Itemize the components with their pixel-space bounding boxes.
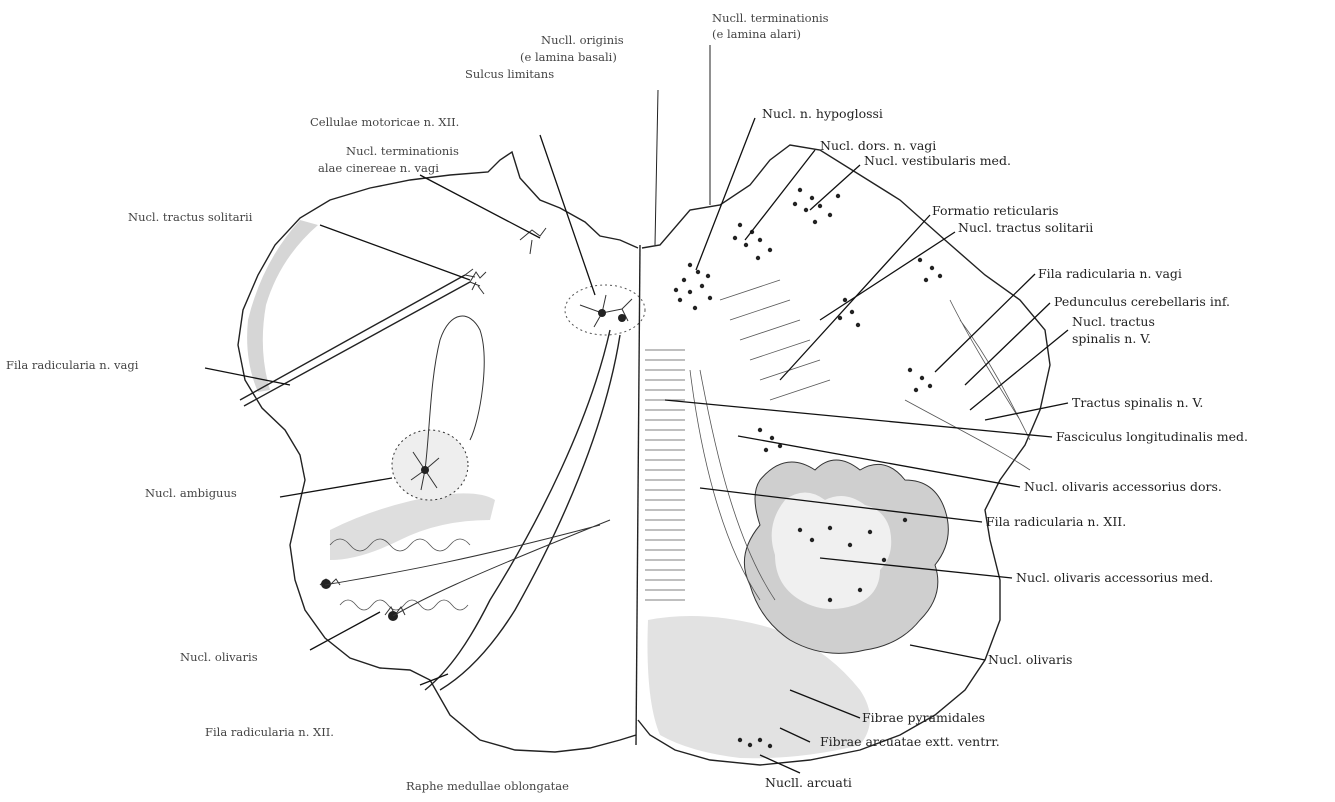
labels: Nucll. terminationis (e lamina alari) Nu… <box>6 11 1248 793</box>
label-tractus-spinalis: Tractus spinalis n. V. <box>1072 395 1203 410</box>
label-nucl-term-alae-1: Nucl. terminationis <box>346 144 459 158</box>
left-grey-crescent <box>247 220 318 392</box>
label-nucl-tractus-spinalis-1: Nucl. tractus <box>1072 314 1155 329</box>
vagus-root-fibers <box>240 275 470 406</box>
olive-wave-2 <box>340 600 468 610</box>
label-nucl-terminationis-1: Nucll. terminationis <box>712 11 829 25</box>
label-formatio-reticularis: Formatio reticularis <box>932 203 1059 218</box>
label-nucl-tractus-solitarii-left: Nucl. tractus solitarii <box>128 210 253 224</box>
label-nucl-hypoglossi: Nucl. n. hypoglossi <box>762 106 883 121</box>
label-fila-radicularia-xii-right: Fila radicularia n. XII. <box>986 514 1126 529</box>
olive-inner <box>772 493 892 610</box>
label-nucl-olivaris-right: Nucl. olivaris <box>988 652 1072 667</box>
label-nucl-originis-2: (e lamina basali) <box>520 50 617 64</box>
label-nucl-tractus-spinalis-2: spinalis n. V. <box>1072 331 1151 346</box>
sulcus-limitans-line <box>655 90 658 245</box>
label-fila-radicularia-vagi-left: Fila radicularia n. vagi <box>6 358 139 372</box>
label-nucl-ambiguus: Nucl. ambiguus <box>145 486 237 500</box>
label-nucl-olivaris-left: Nucl. olivaris <box>180 650 258 664</box>
label-nucl-olivaris-acc-dors: Nucl. olivaris accessorius dors. <box>1024 479 1222 494</box>
label-fila-radicularia-xii-left: Fila radicularia n. XII. <box>205 725 334 739</box>
motor-cell-group <box>565 285 645 335</box>
label-nucl-terminationis-2: (e lamina alari) <box>712 27 801 41</box>
left-half-schematic <box>238 152 645 752</box>
label-fibrae-arcuatae: Fibrae arcuatae extt. ventrr. <box>820 734 1000 749</box>
label-pedunculus: Pedunculus cerebellaris inf. <box>1054 294 1230 309</box>
label-fila-radicularia-vagi-right: Fila radicularia n. vagi <box>1038 266 1182 281</box>
raphe-midline <box>636 245 640 745</box>
label-nucl-olivaris-acc-med: Nucl. olivaris accessorius med. <box>1016 570 1213 585</box>
label-nucl-vestibularis: Nucl. vestibularis med. <box>864 153 1011 168</box>
label-nucll-arcuati: Nucll. arcuati <box>765 775 852 790</box>
label-nucl-term-alae-2: alae cinereae n. vagi <box>318 161 439 175</box>
label-raphe: Raphe medullae oblongatae <box>406 779 569 793</box>
label-nucl-dors-vagi: Nucl. dors. n. vagi <box>820 138 936 153</box>
label-nucl-tractus-solitarii-right: Nucl. tractus solitarii <box>958 220 1093 235</box>
label-fasciculus: Fasciculus longitudinalis med. <box>1056 429 1248 444</box>
label-cellulae-motoricae: Cellulae motoricae n. XII. <box>310 115 459 129</box>
label-fibrae-pyramidales: Fibrae pyramidales <box>862 710 985 725</box>
left-olive-grey <box>330 493 495 560</box>
nucl-ambiguus-outline <box>392 430 468 500</box>
label-nucl-originis-1: Nucll. originis <box>541 33 624 47</box>
label-sulcus-limitans: Sulcus limitans <box>465 67 554 81</box>
